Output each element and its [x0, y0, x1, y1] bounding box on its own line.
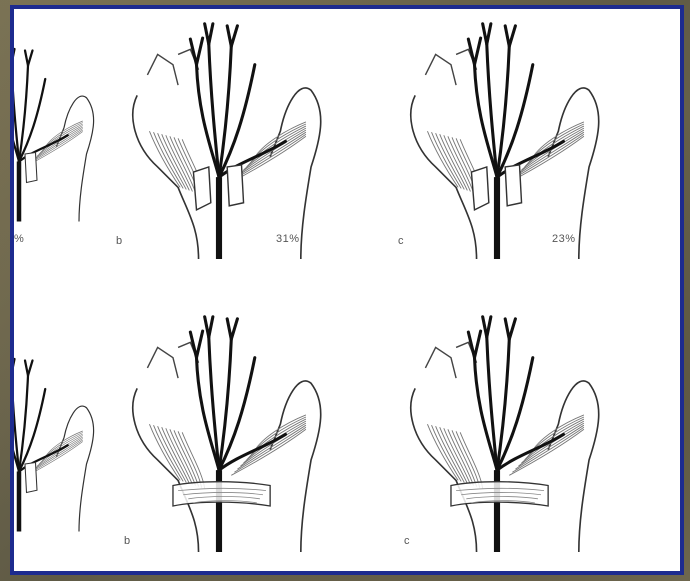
retinaculum-cut	[227, 165, 243, 206]
panel-c-bottom-letter: c	[404, 535, 410, 547]
nerve-branch	[190, 38, 202, 65]
nerve-branch	[468, 38, 480, 65]
nerve-branch	[14, 359, 15, 374]
finger-outline	[425, 342, 476, 378]
nerve-branch	[197, 65, 220, 178]
illustration-panel-b-top	[94, 34, 344, 259]
retinaculum-cut	[25, 153, 37, 183]
nerve-branch	[227, 26, 237, 46]
panel-c-top-percent: 23%	[552, 233, 576, 245]
nerve-branch	[197, 358, 220, 471]
nerve-branch	[25, 361, 33, 376]
finger-outline	[147, 342, 198, 378]
panel-c-top-letter: c	[398, 235, 404, 247]
nerve-branch	[475, 65, 498, 178]
nerve-branch	[475, 358, 498, 471]
retinaculum-cut	[471, 167, 488, 210]
nerve-branch	[14, 49, 15, 64]
nerve-branch	[505, 26, 515, 46]
panel-b-bottom-letter: b	[124, 535, 131, 547]
nerve-branch	[205, 24, 213, 44]
retinaculum-cut	[505, 165, 521, 206]
nerve-branch	[483, 24, 491, 44]
nerve-branch	[468, 331, 480, 358]
nerve-branch	[205, 317, 213, 337]
nerve-branch	[227, 319, 237, 339]
finger-outline	[147, 49, 198, 85]
nerve-branch	[190, 331, 202, 358]
retinaculum-cut	[25, 463, 37, 493]
illustration-panel-a-top	[14, 39, 94, 239]
illustration-panel-a-bottom	[14, 349, 94, 549]
illustration-panel-b-bottom	[94, 327, 344, 552]
illustration-panel-c-top	[372, 34, 622, 259]
retinaculum-cut	[193, 167, 210, 210]
finger-outline	[425, 49, 476, 85]
nerve-branch	[25, 51, 33, 66]
panel-b-top-percent: 31%	[276, 233, 300, 245]
nerve-branch	[483, 317, 491, 337]
nerve-branch	[505, 319, 515, 339]
slide-content: % b 31% c 23% b c	[14, 9, 680, 571]
illustration-panel-c-bottom	[372, 327, 622, 552]
panel-a-top-percent: %	[14, 233, 24, 245]
panel-b-top-letter: b	[116, 235, 123, 247]
